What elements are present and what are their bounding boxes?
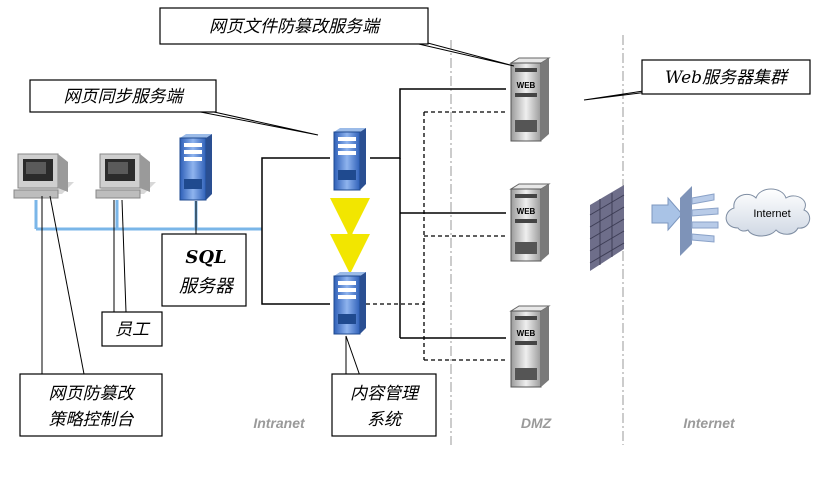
staff-callout-pointer-2: [121, 199, 127, 313]
web-server-1-icon: WEB: [509, 57, 551, 142]
web-server-1-label: WEB: [517, 81, 536, 90]
tamper-server-callout-box: [159, 7, 429, 45]
zone-label-intranet: Intranet: [253, 415, 306, 431]
web-cluster-callout: Web服务器集群: [665, 68, 790, 88]
zone-label-internet: Internet: [683, 415, 736, 431]
policy-callout-box: [19, 373, 163, 437]
tamper-server-callout-pointer: [409, 41, 515, 67]
firewall-icon: [589, 185, 625, 271]
sql-callout-box: [161, 233, 247, 307]
cms-callout-line1: 内容管理: [350, 384, 420, 404]
cms-server-icon: [333, 272, 366, 335]
web-cluster-callout-box: [641, 59, 811, 95]
pc-console-icon: [13, 153, 74, 199]
web-server-3-icon: WEB: [509, 305, 551, 388]
gateway-icon: [680, 186, 719, 256]
web-server-3-label: WEB: [517, 329, 536, 338]
web-server-2-label: WEB: [517, 207, 536, 216]
sync-server-icon: [333, 128, 366, 191]
pc-staff-icon: [95, 153, 156, 199]
policy-callout-line1: 网页防篡改: [49, 384, 136, 404]
sql-callout-line2: 服务器: [179, 276, 235, 297]
web-server-2-icon: WEB: [509, 183, 551, 262]
link-sync-to-web1: [370, 88, 506, 159]
link-to-cms-server: [261, 229, 330, 305]
cms-callout-box: [331, 373, 437, 437]
staff-callout-box: [101, 311, 163, 347]
staff-callout: 员工: [115, 320, 151, 340]
sync-server-callout-box: [29, 79, 217, 113]
cms-callout-line2: 系统: [367, 410, 404, 430]
sql-server-icon: [179, 134, 212, 201]
sync-server-callout: 网页同步服务端: [64, 87, 186, 107]
cms-callout-pointer: [345, 335, 361, 377]
internet-cloud-icon: Internet: [725, 188, 811, 237]
zone-label-dmz: DMZ: [521, 415, 552, 431]
tamper-server-callout: 网页文件防篡改服务端: [209, 17, 382, 37]
link-to-sync-server: [261, 157, 330, 229]
inbound-arrow-icon: [651, 196, 683, 232]
policy-callout-pointer-2: [49, 195, 85, 375]
internet-cloud-label: Internet: [753, 208, 790, 220]
sql-callout-line1: SQL: [185, 247, 226, 268]
policy-callout-line2: 策略控制台: [49, 410, 135, 430]
